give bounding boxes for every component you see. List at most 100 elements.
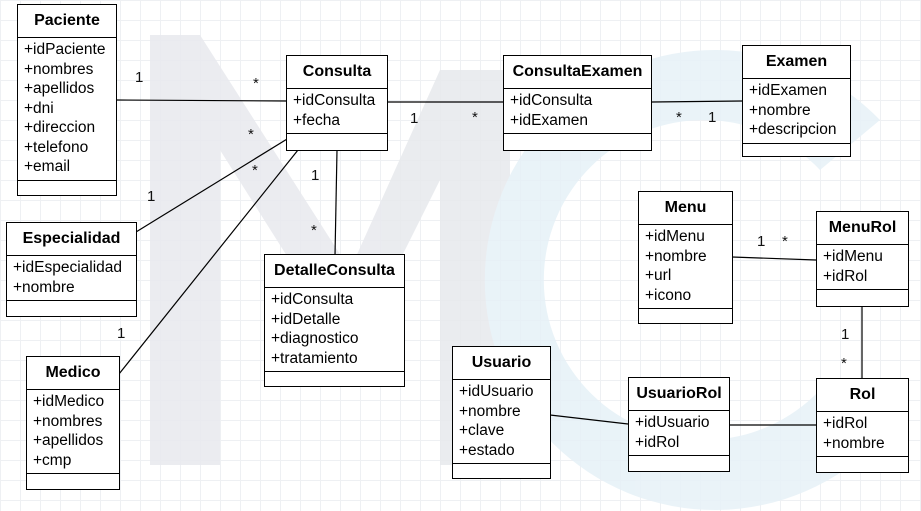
class-title: UsuarioRol bbox=[629, 378, 729, 411]
multiplicity-label: * bbox=[253, 75, 259, 92]
attribute: +icono bbox=[645, 286, 692, 304]
class-attributes: +idMenu +nombre +url +icono bbox=[639, 225, 732, 309]
class-consulta[interactable]: Consulta +idConsulta +fecha bbox=[286, 55, 388, 151]
attribute: +idConsulta bbox=[271, 291, 354, 308]
attribute: +idUsuario bbox=[459, 383, 534, 400]
class-menurol[interactable]: MenuRol +idMenu +idRol bbox=[816, 211, 909, 307]
attribute: +nombres bbox=[24, 60, 94, 78]
multiplicity-label: 1 bbox=[117, 325, 126, 342]
attribute: +idRol bbox=[823, 415, 868, 432]
multiplicity-label: * bbox=[311, 222, 317, 239]
attribute: +apellidos bbox=[33, 432, 104, 449]
attribute: +idConsulta bbox=[510, 92, 593, 109]
class-title: Medico bbox=[27, 357, 119, 390]
class-usuariorol[interactable]: UsuarioRol +idUsuario +idRol bbox=[628, 377, 730, 472]
attribute: +nombre bbox=[13, 278, 75, 296]
attribute: +cmp bbox=[33, 451, 72, 469]
class-attributes: +idMenu +idRol bbox=[817, 245, 908, 290]
multiplicity-label: * bbox=[252, 162, 258, 179]
attribute: +idMedico bbox=[33, 393, 105, 410]
class-attributes: +idConsulta +idDetalle +diagnostico +tra… bbox=[265, 288, 404, 372]
class-attributes: +idEspecialidad +nombre bbox=[7, 256, 136, 301]
class-paciente[interactable]: Paciente +idPaciente +nombres +apellidos… bbox=[17, 4, 117, 196]
class-consultaexamen[interactable]: ConsultaExamen +idConsulta +idExamen bbox=[503, 55, 652, 151]
attribute: +idEspecialidad bbox=[13, 259, 123, 276]
class-usuario[interactable]: Usuario +idUsuario +nombre +clave +estad… bbox=[452, 346, 551, 479]
line-especialidad-consulta bbox=[135, 135, 293, 233]
multiplicity-label: 1 bbox=[410, 110, 419, 127]
line-medico-consulta bbox=[118, 149, 299, 375]
line-consulta-detalleconsulta bbox=[334, 149, 338, 257]
class-menu[interactable]: Menu +idMenu +nombre +url +icono bbox=[638, 191, 733, 324]
multiplicity-label: * bbox=[841, 355, 847, 372]
attribute: +idConsulta bbox=[293, 92, 376, 109]
attribute: +apellidos bbox=[24, 80, 95, 97]
attribute: +direccion bbox=[24, 119, 96, 136]
class-rol[interactable]: Rol +idRol +nombre bbox=[816, 378, 909, 473]
attribute: +idUsuario bbox=[635, 414, 710, 431]
attribute: +idMenu bbox=[823, 248, 883, 265]
attribute: +tratamiento bbox=[271, 349, 358, 367]
attribute: +nombre bbox=[645, 247, 707, 265]
class-medico[interactable]: Medico +idMedico +nombres +apellidos +cm… bbox=[26, 356, 120, 490]
attribute: +fecha bbox=[293, 111, 340, 129]
attribute: +nombre bbox=[749, 101, 811, 119]
attribute: +descripcion bbox=[749, 121, 837, 138]
class-title: Examen bbox=[743, 46, 850, 79]
attribute: +idRol bbox=[635, 433, 680, 451]
class-title: ConsultaExamen bbox=[504, 56, 651, 89]
class-title: Paciente bbox=[18, 5, 116, 38]
class-attributes: +idConsulta +idExamen bbox=[504, 89, 651, 134]
class-title: MenuRol bbox=[817, 212, 908, 245]
multiplicity-label: 1 bbox=[841, 326, 850, 343]
attribute: +nombres bbox=[33, 412, 103, 430]
attribute: +idExamen bbox=[510, 111, 588, 129]
multiplicity-label: * bbox=[472, 109, 478, 126]
multiplicity-label: 1 bbox=[135, 69, 144, 86]
attribute: +url bbox=[645, 267, 672, 284]
multiplicity-label: 1 bbox=[147, 188, 156, 205]
attribute: +idExamen bbox=[749, 82, 827, 99]
attribute: +nombre bbox=[459, 402, 521, 420]
multiplicity-label: * bbox=[676, 109, 682, 126]
attribute: +dni bbox=[24, 99, 54, 117]
multiplicity-label: * bbox=[248, 126, 254, 143]
attribute: +idDetalle bbox=[271, 310, 341, 328]
attribute: +idMenu bbox=[645, 228, 705, 245]
class-title: Especialidad bbox=[7, 223, 136, 256]
class-title: Consulta bbox=[287, 56, 387, 89]
class-attributes: +idPaciente +nombres +apellidos +dni +di… bbox=[18, 38, 116, 181]
class-title: DetalleConsulta bbox=[265, 255, 404, 288]
class-especialidad[interactable]: Especialidad +idEspecialidad +nombre bbox=[6, 222, 137, 317]
class-title: Menu bbox=[639, 192, 732, 225]
watermark-logo bbox=[150, 35, 880, 511]
multiplicity-label: 1 bbox=[311, 167, 320, 184]
line-usuario-usuariorol bbox=[549, 414, 629, 425]
multiplicity-label: * bbox=[782, 233, 788, 250]
line-consultaexamen-examen bbox=[651, 100, 743, 103]
class-examen[interactable]: Examen +idExamen +nombre +descripcion bbox=[742, 45, 851, 157]
attribute: +idPaciente bbox=[24, 41, 106, 58]
class-attributes: +idExamen +nombre +descripcion bbox=[743, 79, 850, 144]
class-attributes: +idConsulta +fecha bbox=[287, 89, 387, 134]
class-attributes: +idMedico +nombres +apellidos +cmp bbox=[27, 390, 119, 474]
class-attributes: +idUsuario +nombre +clave +estado bbox=[453, 380, 550, 464]
class-attributes: +idUsuario +idRol bbox=[629, 411, 729, 456]
attribute: +idRol bbox=[823, 267, 868, 285]
attribute: +estado bbox=[459, 441, 515, 459]
class-detalleconsulta[interactable]: DetalleConsulta +idConsulta +idDetalle +… bbox=[264, 254, 405, 387]
multiplicity-label: 1 bbox=[757, 233, 766, 250]
class-title: Rol bbox=[817, 379, 908, 412]
attribute: +nombre bbox=[823, 434, 885, 452]
attribute: +clave bbox=[459, 422, 505, 439]
attribute: +diagnostico bbox=[271, 330, 359, 347]
class-attributes: +idRol +nombre bbox=[817, 412, 908, 457]
line-menu-menurol bbox=[731, 256, 817, 261]
multiplicity-label: 1 bbox=[708, 109, 717, 126]
line-paciente-consulta bbox=[115, 99, 288, 102]
attribute: +email bbox=[24, 158, 71, 175]
attribute: +telefono bbox=[24, 138, 89, 156]
class-title: Usuario bbox=[453, 347, 550, 380]
